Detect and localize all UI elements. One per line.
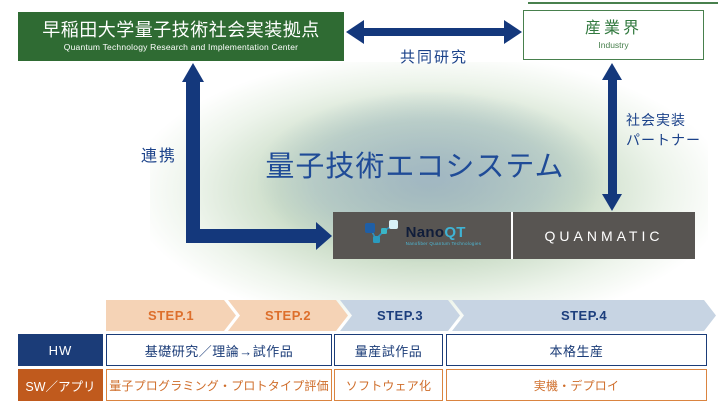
quanmatic-panel: QUANMATIC (513, 212, 695, 259)
arrow-left-head-icon (346, 20, 364, 44)
nanoqt-logo: NanoQT Nanofiber Quantum Technologies (363, 220, 482, 251)
social-implementation-partner-label: 社会実装 パートナー (626, 110, 718, 151)
arrow-down-head-icon (602, 194, 622, 211)
sw-step4-cell: 実機・デプロイ (446, 369, 707, 401)
quanmatic-wordmark: QUANMATIC (544, 227, 664, 244)
top-edge-line (528, 2, 718, 4)
nanoqt-wordmark: NanoQT Nanofiber Quantum Technologies (406, 225, 482, 247)
arrow-shaft (607, 80, 617, 194)
nanoqt-panel: NanoQT Nanofiber Quantum Technologies (333, 212, 513, 259)
social-impl-line1: 社会実装 (626, 112, 686, 128)
nanoqt-name-main: Nano (405, 223, 445, 241)
social-impl-line2: パートナー (626, 132, 701, 149)
sw-row-label: SW／アプリ (18, 369, 103, 401)
partnership-label: 連携 (141, 148, 178, 165)
industry-box: 産業界 Industry (523, 10, 704, 60)
arrow-right-head-icon (504, 20, 522, 44)
step-banner: STEP.1 STEP.2 STEP.3 STEP.4 (106, 300, 716, 331)
sw-step3-cell: ソフトウェア化 (334, 369, 443, 401)
nanoqt-tagline: Nanofiber Quantum Technologies (405, 240, 482, 246)
arrow-shaft (364, 28, 504, 36)
social-implementation-double-arrow (602, 63, 622, 211)
nanoqt-network-icon (363, 220, 401, 251)
sw-step12-cell: 量子プログラミング・プロトタイプ評価 (106, 369, 332, 401)
step-4-chevron: STEP.4 (452, 300, 716, 331)
nanoqt-name-accent: QT (444, 223, 466, 241)
arrow-up-head-icon (602, 63, 622, 80)
arrow-horizontal-shaft (186, 229, 316, 243)
hw-row-label: HW (18, 334, 103, 366)
industry-subtitle: Industry (598, 39, 629, 50)
nanoqt-name: NanoQT (406, 225, 482, 240)
hw-step3-cell: 量産試作品 (334, 334, 443, 366)
step-2-chevron: STEP.2 (228, 300, 348, 331)
partnership-elbow-arrow (182, 63, 332, 250)
waseda-subtitle: Quantum Technology Research and Implemen… (63, 42, 299, 53)
hw-step4-cell: 本格生産 (446, 334, 707, 366)
arrow-vertical-shaft (186, 80, 200, 243)
hw-step12-cell: 基礎研究／理論→試作品 (106, 334, 332, 366)
step-1-chevron: STEP.1 (106, 300, 236, 331)
industry-title: 産業界 (584, 20, 642, 38)
waseda-center-box: 早稲田大学量子技術社会実装拠点 Quantum Technology Resea… (18, 12, 344, 61)
joint-research-label: 共同研究 (399, 49, 468, 66)
joint-research-double-arrow (346, 20, 522, 44)
waseda-title: 早稲田大学量子技術社会実装拠点 (42, 19, 320, 40)
ecosystem-title: 量子技術エコシステム (265, 151, 565, 183)
company-bar: NanoQT Nanofiber Quantum Technologies QU… (333, 212, 695, 259)
step-3-chevron: STEP.3 (340, 300, 460, 331)
